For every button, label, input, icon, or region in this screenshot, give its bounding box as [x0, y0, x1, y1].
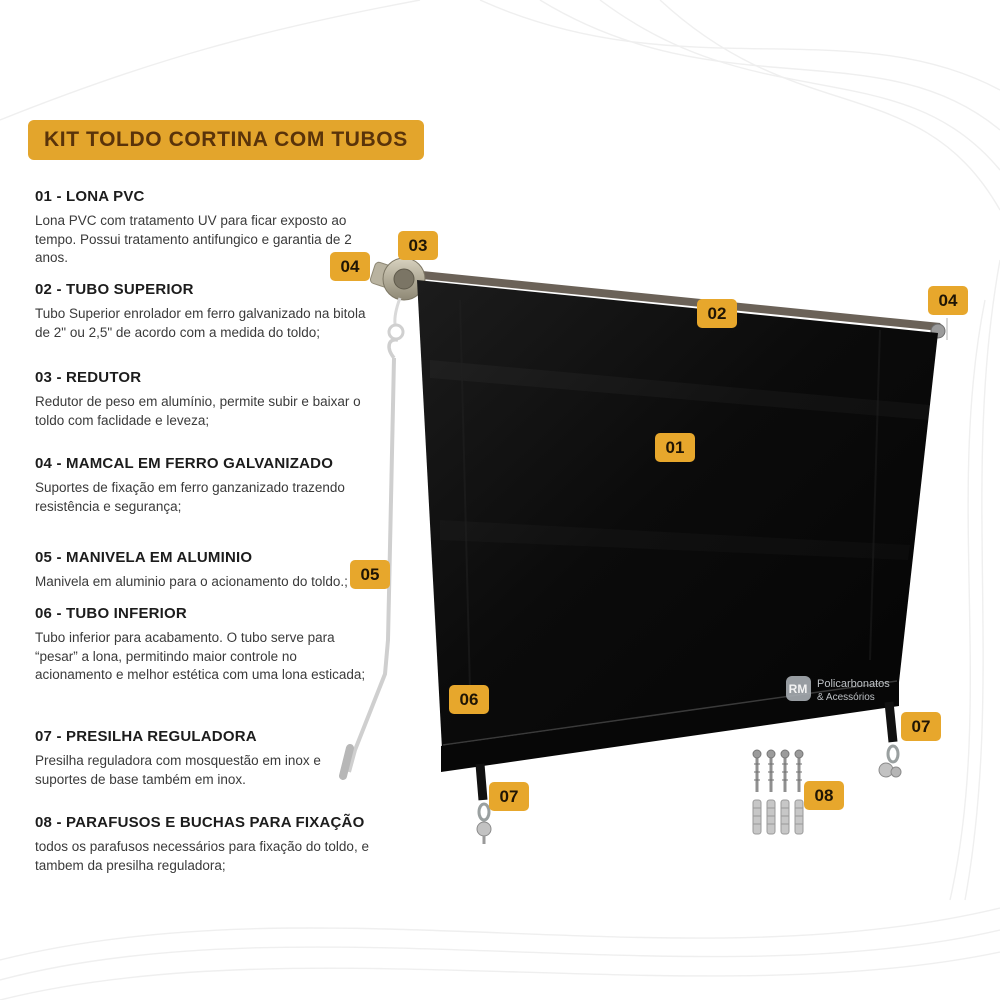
feature-item-04: 04 - MAMCAL EM FERRO GALVANIZADO Suporte… — [35, 455, 373, 516]
feature-item-01: 01 - LONA PVC Lona PVC com tratamento UV… — [35, 188, 373, 268]
callout-badge-04-right: 04 — [928, 286, 968, 315]
feature-body: Lona PVC com tratamento UV para ficar ex… — [35, 213, 352, 266]
feature-heading: 08 - PARAFUSOS E BUCHAS PARA FIXAÇÃO — [35, 814, 365, 831]
screws-and-anchors — [752, 749, 804, 835]
feature-item-07: 07 - PRESILHA REGULADORA Presilha regula… — [35, 728, 373, 789]
callout-badge-01: 01 — [655, 433, 695, 462]
page-title: KIT TOLDO CORTINA COM TUBOS — [28, 120, 424, 160]
feature-heading: 01 - LONA PVC — [35, 188, 145, 205]
top-roller-tube — [411, 270, 948, 340]
watermark-line1: Policarbonatos — [817, 678, 890, 690]
feature-item-02: 02 - TUBO SUPERIOR Tubo Superior enrolad… — [35, 281, 373, 342]
feature-item-03: 03 - REDUTOR Redutor de peso em alumínio… — [35, 369, 373, 430]
callout-badge-07-right: 07 — [901, 712, 941, 741]
feature-item-05: 05 - MANIVELA EM ALUMINIO Manivela em al… — [35, 549, 373, 592]
feature-item-06: 06 - TUBO INFERIOR Tubo inferior para ac… — [35, 605, 373, 685]
callout-badge-06: 06 — [449, 685, 489, 714]
feature-body: Presilha reguladora com mosquestão em in… — [35, 753, 321, 787]
feature-heading: 05 - MANIVELA EM ALUMINIO — [35, 549, 253, 566]
callout-badge-03: 03 — [398, 231, 438, 260]
feature-body: todos os parafusos necessários para fixa… — [35, 839, 369, 873]
feature-item-08: 08 - PARAFUSOS E BUCHAS PARA FIXAÇÃO tod… — [35, 814, 373, 875]
watermark-line2: & Acessórios — [817, 692, 875, 703]
watermark-logo-text: RM — [789, 682, 808, 696]
feature-body: Suportes de fixação em ferro ganzanizado… — [35, 480, 345, 514]
feature-body: Manivela em aluminio para o acionamento … — [35, 574, 348, 589]
tarp-shape — [417, 280, 938, 768]
feature-heading: 06 - TUBO INFERIOR — [35, 605, 187, 622]
feature-heading: 02 - TUBO SUPERIOR — [35, 281, 194, 298]
feature-body: Tubo inferior para acabamento. O tubo se… — [35, 630, 366, 683]
feature-heading: 04 - MAMCAL EM FERRO GALVANIZADO — [35, 455, 334, 472]
feature-heading: 07 - PRESILHA REGULADORA — [35, 728, 257, 745]
right-clip — [878, 701, 902, 778]
hanging-ring — [387, 323, 405, 341]
callout-badge-02: 02 — [697, 299, 737, 328]
bottom-tube — [441, 680, 899, 772]
callout-badge-04-left: 04 — [330, 252, 370, 281]
callout-badge-08: 08 — [804, 781, 844, 810]
callout-badge-05: 05 — [350, 560, 390, 589]
feature-heading: 03 - REDUTOR — [35, 369, 142, 386]
watermark-logo: RM Policarbonatos & Acessórios — [786, 676, 890, 703]
callout-badge-07-left: 07 — [489, 782, 529, 811]
right-bracket — [930, 323, 946, 339]
reducer-end-cap — [369, 257, 426, 341]
feature-body: Tubo Superior enrolador em ferro galvani… — [35, 306, 366, 340]
feature-body: Redutor de peso em alumínio, permite sub… — [35, 394, 361, 428]
